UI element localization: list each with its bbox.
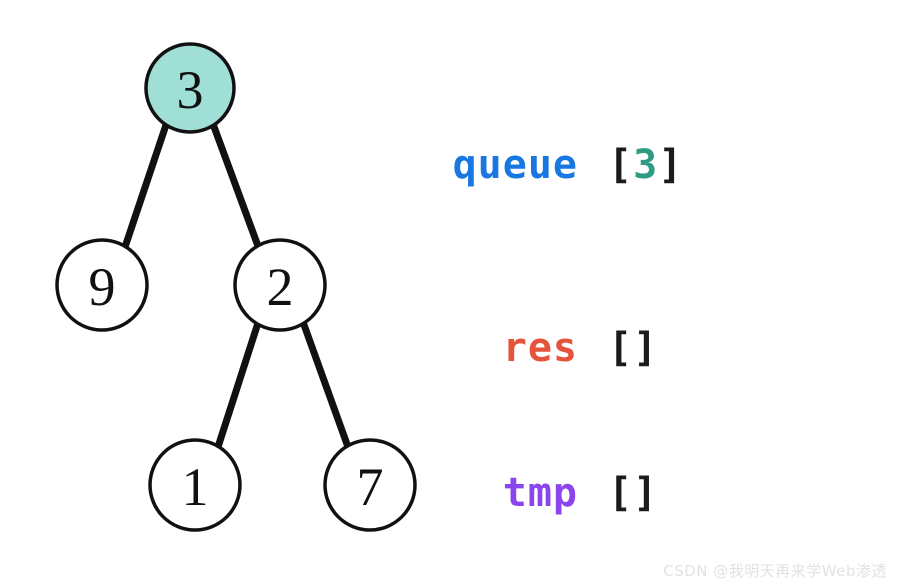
tree-edge-n3-n2 bbox=[209, 120, 262, 250]
tree-edge-n3-n9 bbox=[121, 121, 170, 251]
variable-row-tmp: tmp [] bbox=[430, 470, 658, 516]
open-bracket-tmp: [ bbox=[608, 470, 634, 516]
watermark: CSDN @我明天再来学Web渗透 bbox=[663, 562, 887, 580]
tree-edge-n2-n7 bbox=[299, 318, 352, 451]
variable-row-queue: queue [3] bbox=[430, 142, 683, 188]
tree-node-7[interactable]: 7 bbox=[323, 438, 417, 532]
variable-value-tmp: [] bbox=[608, 470, 658, 516]
tree-node-label-7: 7 bbox=[357, 457, 384, 517]
tree-node-circle-2[interactable] bbox=[233, 238, 327, 332]
tree-node-circle-1[interactable] bbox=[148, 438, 242, 532]
tree-node-layer: 3 9 2 1 7 bbox=[55, 42, 417, 532]
tree-edge-layer bbox=[121, 120, 352, 451]
variable-items-queue: 3 bbox=[633, 142, 659, 188]
tree-node-2[interactable]: 2 bbox=[233, 238, 327, 332]
close-bracket-tmp: ] bbox=[633, 470, 659, 516]
variable-name-res: res bbox=[502, 325, 578, 371]
tree-node-label-1: 1 bbox=[182, 457, 209, 517]
tree-node-9[interactable]: 9 bbox=[55, 238, 149, 332]
tree-node-circle-3[interactable] bbox=[144, 42, 236, 134]
close-bracket-res: ] bbox=[633, 325, 659, 371]
open-bracket-res: [ bbox=[608, 325, 634, 371]
variable-row-res: res [] bbox=[430, 325, 658, 371]
close-bracket-queue: ] bbox=[658, 142, 684, 188]
tree-node-circle-7[interactable] bbox=[323, 438, 417, 532]
tree-node-label-9: 9 bbox=[89, 257, 116, 317]
tree-node-3[interactable]: 3 bbox=[144, 42, 236, 134]
tree-node-label-2: 2 bbox=[267, 257, 294, 317]
tree-edge-n2-n1 bbox=[214, 319, 262, 451]
open-bracket-queue: [ bbox=[608, 142, 634, 188]
variable-name-queue: queue bbox=[452, 142, 578, 188]
tree-node-1[interactable]: 1 bbox=[148, 438, 242, 532]
tree-node-circle-9[interactable] bbox=[55, 238, 149, 332]
variable-name-tmp: tmp bbox=[502, 470, 578, 516]
tree-node-label-3: 3 bbox=[177, 60, 204, 120]
variable-value-queue: [3] bbox=[608, 142, 683, 188]
variable-value-res: [] bbox=[608, 325, 658, 371]
